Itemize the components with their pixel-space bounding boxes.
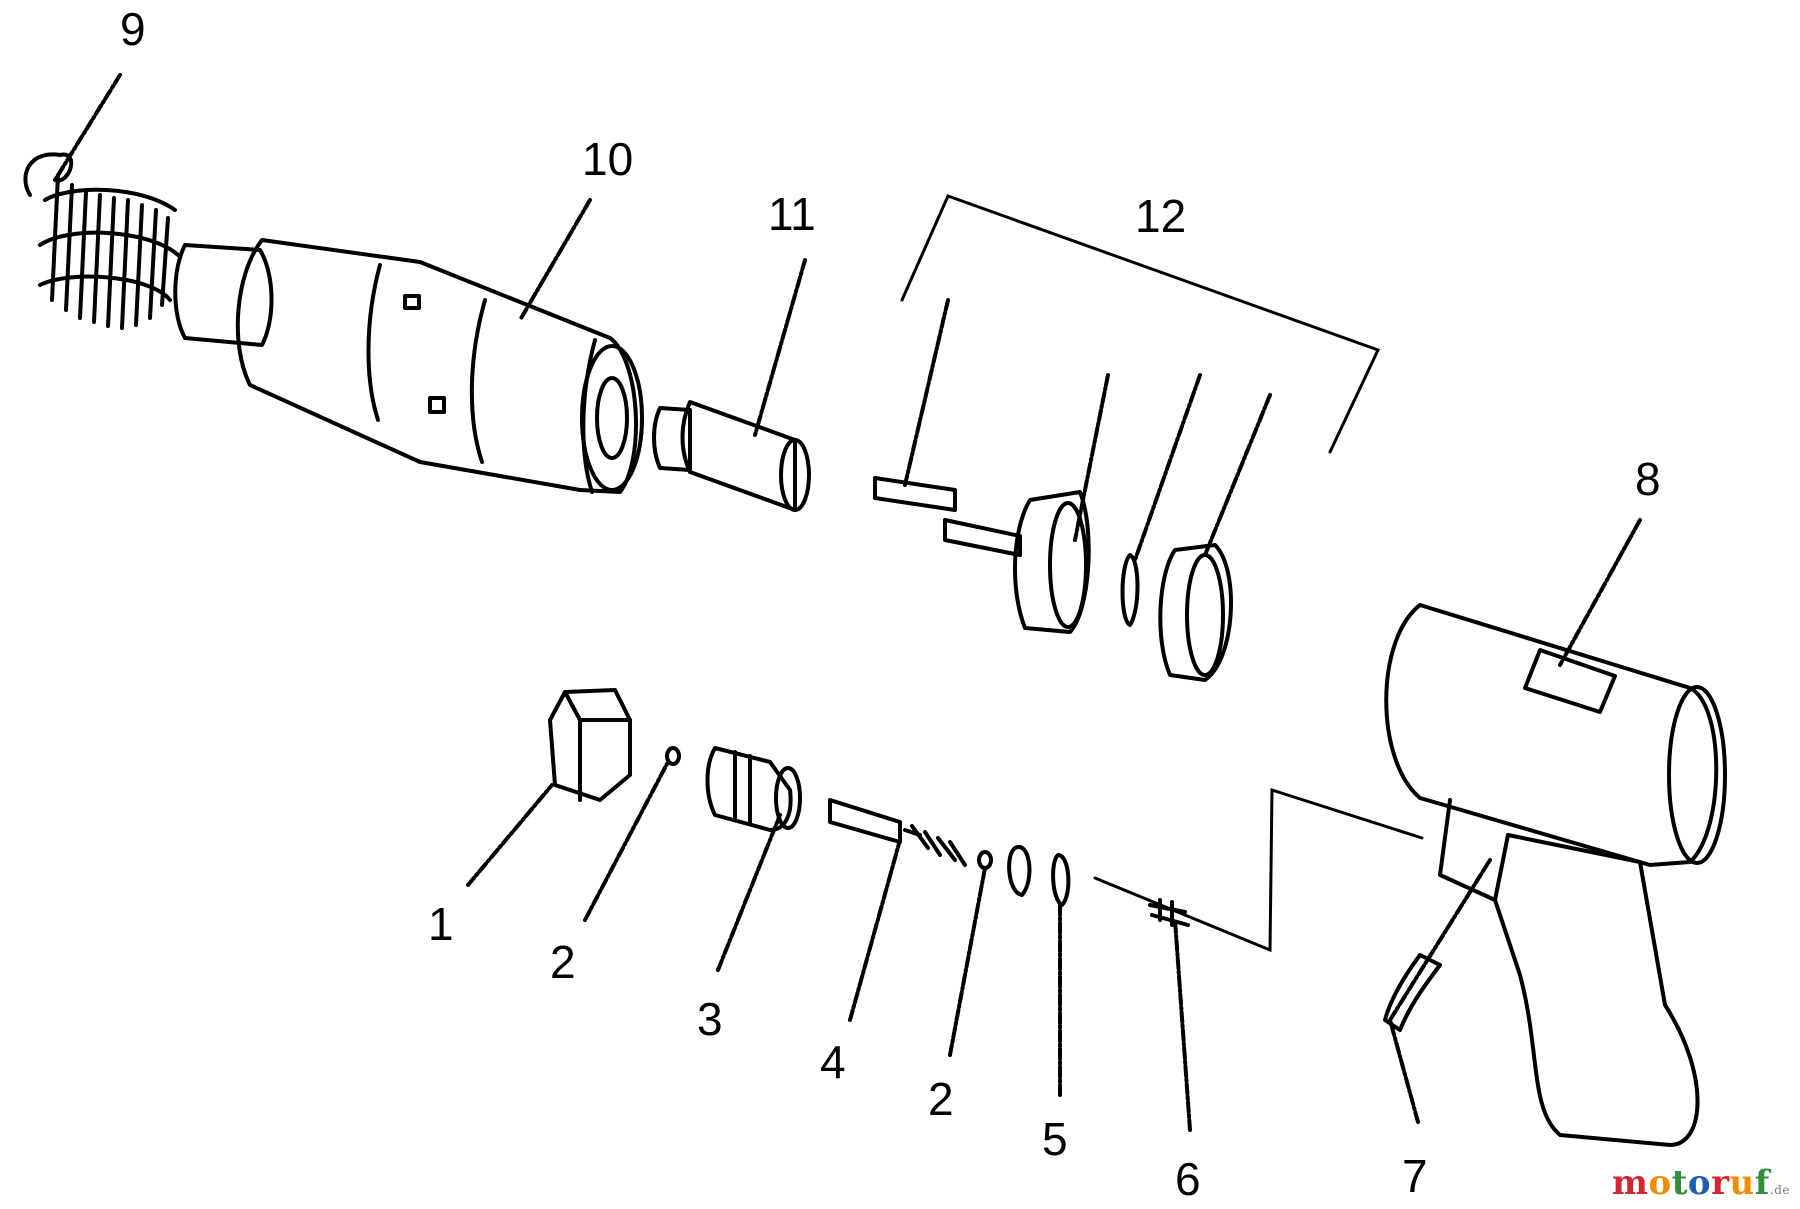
part-12-valve-assembly	[873, 476, 1233, 682]
watermark-letter: o	[1687, 1163, 1712, 1203]
part-2-o-ring-b	[977, 850, 993, 870]
callout-4: 4	[820, 1036, 846, 1088]
part-3-valve-cartridge	[705, 746, 802, 832]
part-11-piston	[652, 400, 811, 512]
callout-11: 11	[768, 188, 816, 240]
watermark-letter: o	[1648, 1163, 1672, 1203]
callout-5: 5	[1042, 1113, 1068, 1165]
group-12-bracket	[900, 194, 1381, 454]
assembly-axis-line	[1093, 787, 1424, 953]
callout-2b: 2	[928, 1073, 954, 1125]
callout-12: 12	[1135, 190, 1186, 242]
watermark-brand-letters: motoruf	[1612, 1163, 1770, 1203]
leader-lines	[53, 73, 1642, 1132]
callout-7: 7	[1402, 1150, 1428, 1202]
callout-3: 3	[697, 993, 723, 1045]
part-8-housing	[1384, 603, 1727, 1147]
part-9-spring	[23, 152, 180, 330]
callout-labels: 1 2 3 4 2 5 6 7 8 9 10 11 12	[120, 3, 1661, 1205]
part-5-seal	[1007, 845, 1071, 907]
watermark-letter: m	[1612, 1163, 1649, 1203]
part-1-valve-block	[548, 688, 632, 802]
callout-1: 1	[428, 898, 454, 950]
callout-2a: 2	[550, 936, 576, 988]
watermark-letter: r	[1711, 1163, 1730, 1203]
callout-8: 8	[1635, 453, 1661, 505]
watermark-letter: t	[1671, 1163, 1688, 1203]
callout-6: 6	[1175, 1153, 1201, 1205]
watermark-suffix: .de	[1769, 1183, 1790, 1197]
part-7-trigger	[1383, 953, 1442, 1032]
watermark-letter: f	[1754, 1163, 1770, 1203]
part-10-cylinder	[173, 238, 644, 494]
watermark-letter: u	[1729, 1163, 1755, 1203]
callout-10: 10	[582, 133, 633, 185]
motoruf-watermark-logo: motoruf.de	[1612, 1163, 1790, 1203]
part-2-o-ring-a	[665, 746, 681, 766]
callout-9: 9	[120, 3, 146, 55]
